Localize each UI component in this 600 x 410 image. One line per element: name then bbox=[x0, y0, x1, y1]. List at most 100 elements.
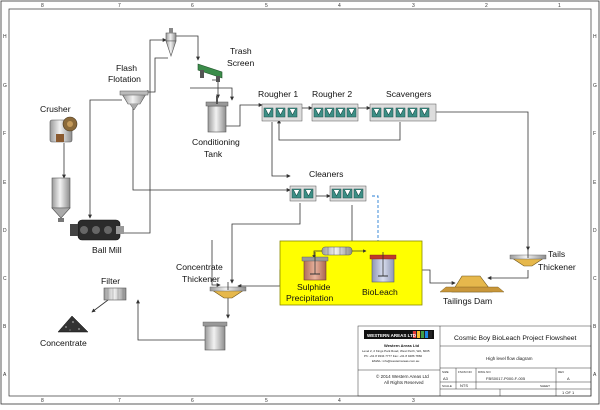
grid-rows-right: H G F E D C B A bbox=[593, 34, 597, 378]
rev-value: A bbox=[567, 376, 570, 381]
grid-columns-bottom: 8 7 6 5 4 3 bbox=[41, 398, 415, 404]
flow-line bbox=[271, 122, 291, 178]
company-address-3: EMAIL: info@westernareas.com.au bbox=[372, 359, 420, 363]
rougher-2-label: Rougher 2 bbox=[312, 89, 352, 99]
flash-flotation-cell bbox=[119, 90, 149, 111]
sulphide-precipitation-tank bbox=[301, 252, 329, 281]
grid-col-label: 7 bbox=[118, 3, 121, 9]
logo-stripe bbox=[417, 331, 420, 338]
concentrate-label: Concentrate bbox=[40, 338, 87, 348]
flow-line bbox=[226, 103, 263, 127]
dwg-value: FBS0017-P000-F-005 bbox=[486, 376, 526, 381]
grid-row-label: B bbox=[3, 324, 7, 330]
ball-mill-label: Ball Mill bbox=[92, 245, 122, 255]
bioleach-label: BioLeach bbox=[362, 287, 398, 297]
grid-col-label: 8 bbox=[41, 3, 44, 9]
flow-line bbox=[277, 119, 401, 141]
copyright-line-2: All Rights Reserved bbox=[384, 380, 424, 385]
trash-screen-label-2: Screen bbox=[227, 58, 254, 68]
grid-col-label: 6 bbox=[191, 398, 194, 404]
heat-exchanger bbox=[321, 246, 353, 256]
grid-row-label: C bbox=[3, 276, 7, 282]
scale-label: SCALE bbox=[442, 384, 452, 388]
flow-line bbox=[487, 270, 529, 280]
cleaner-cells-1 bbox=[289, 185, 317, 202]
cyclone-equipment bbox=[165, 28, 177, 57]
sulphide-label-2: Precipitation bbox=[286, 293, 334, 303]
concentrate-thickener-label-1: Concentrate bbox=[176, 262, 223, 272]
trash-screen-equipment bbox=[197, 63, 223, 82]
flow-line bbox=[190, 87, 234, 101]
grid-row-label: A bbox=[3, 372, 7, 378]
title-block bbox=[357, 325, 592, 397]
grid-row-label: H bbox=[593, 34, 597, 40]
concentrate-stockpile bbox=[57, 315, 89, 333]
tails-thickener-label-1: Tails bbox=[548, 249, 565, 259]
drawing-subtitle: High level flow diagram bbox=[486, 356, 533, 361]
logo-text: WESTERN AREAS LTD bbox=[367, 333, 417, 338]
flow-line bbox=[436, 111, 530, 251]
logo-stripe bbox=[425, 331, 428, 338]
flow-line bbox=[144, 57, 168, 94]
grid-col-label: 6 bbox=[191, 3, 194, 9]
logo-stripe bbox=[421, 331, 424, 338]
grid-col-label: 5 bbox=[265, 398, 268, 404]
rougher-2-cells bbox=[311, 103, 359, 122]
company-address-2: Ph: +61 8 9334 7777 Fax: +61 8 9486 7866 bbox=[364, 354, 422, 358]
rougher-1-label: Rougher 1 bbox=[258, 89, 298, 99]
dwg-label: DWG NO bbox=[478, 370, 491, 374]
company-address-1: Level 2, 2 Kings Park Road, West Perth, … bbox=[362, 349, 430, 353]
sheet-value: 1 OF 1 bbox=[562, 390, 575, 395]
fscm-label: FSCM NO bbox=[458, 370, 472, 374]
drawing-title: Cosmic Boy BioLeach Project Flowsheet bbox=[454, 335, 577, 342]
scale-value: NTS bbox=[460, 383, 468, 388]
scavenger-cells bbox=[369, 103, 437, 122]
concentrate-thickener bbox=[209, 282, 247, 299]
crusher-label: Crusher bbox=[40, 104, 71, 114]
flash-flotation-label-1: Flash bbox=[116, 63, 137, 73]
grid-col-label: 3 bbox=[412, 3, 415, 9]
tailings-dam-label: Tailings Dam bbox=[443, 296, 492, 306]
bioleach-feed-line bbox=[372, 195, 381, 253]
logo-stripe bbox=[413, 331, 416, 338]
sheet-label: SHEET bbox=[540, 384, 550, 388]
concentrate-thickener-label-2: Thickener bbox=[182, 274, 220, 284]
scavengers-label: Scavengers bbox=[386, 89, 431, 99]
grid-col-label: 8 bbox=[41, 398, 44, 404]
grid-col-label: 5 bbox=[265, 3, 268, 9]
grid-col-label: 4 bbox=[338, 398, 341, 404]
ore-silo bbox=[51, 177, 71, 222]
grid-row-label: C bbox=[593, 276, 597, 282]
size-label: SIZE bbox=[442, 370, 449, 374]
grid-col-label: 3 bbox=[412, 398, 415, 404]
sulphide-label-1: Sulphide bbox=[297, 282, 331, 292]
flow-line bbox=[211, 240, 221, 287]
grid-row-label: E bbox=[593, 180, 597, 186]
company-name: Western Areas Ltd bbox=[384, 343, 420, 348]
tails-thickener-label-2: Thickener bbox=[538, 262, 576, 272]
filter-feed-tank bbox=[202, 321, 228, 351]
grid-columns-top: 8 7 6 5 4 3 2 1 bbox=[41, 3, 561, 9]
flow-line bbox=[312, 250, 322, 259]
flow-line bbox=[176, 35, 200, 61]
conditioning-label-2: Tank bbox=[204, 149, 223, 159]
cleaners-label: Cleaners bbox=[309, 169, 343, 179]
company-logo-bar bbox=[364, 330, 434, 339]
grid-rows-left: H G F E D C B A bbox=[3, 34, 7, 378]
flow-line bbox=[230, 203, 301, 284]
grid-row-label: G bbox=[593, 83, 597, 89]
copyright-line-1: © 2014 Western Areas Ltd bbox=[376, 373, 429, 379]
flow-line bbox=[88, 99, 122, 219]
flow-line bbox=[136, 299, 205, 341]
flow-line bbox=[212, 79, 220, 99]
rev-label: REV bbox=[558, 370, 564, 374]
grid-row-label: E bbox=[3, 180, 7, 186]
grid-row-label: F bbox=[3, 131, 6, 137]
flash-flotation-label-2: Flotation bbox=[108, 74, 141, 84]
tails-thickener bbox=[509, 250, 547, 267]
tailings-dam bbox=[439, 275, 505, 293]
grid-row-label: G bbox=[3, 83, 7, 89]
